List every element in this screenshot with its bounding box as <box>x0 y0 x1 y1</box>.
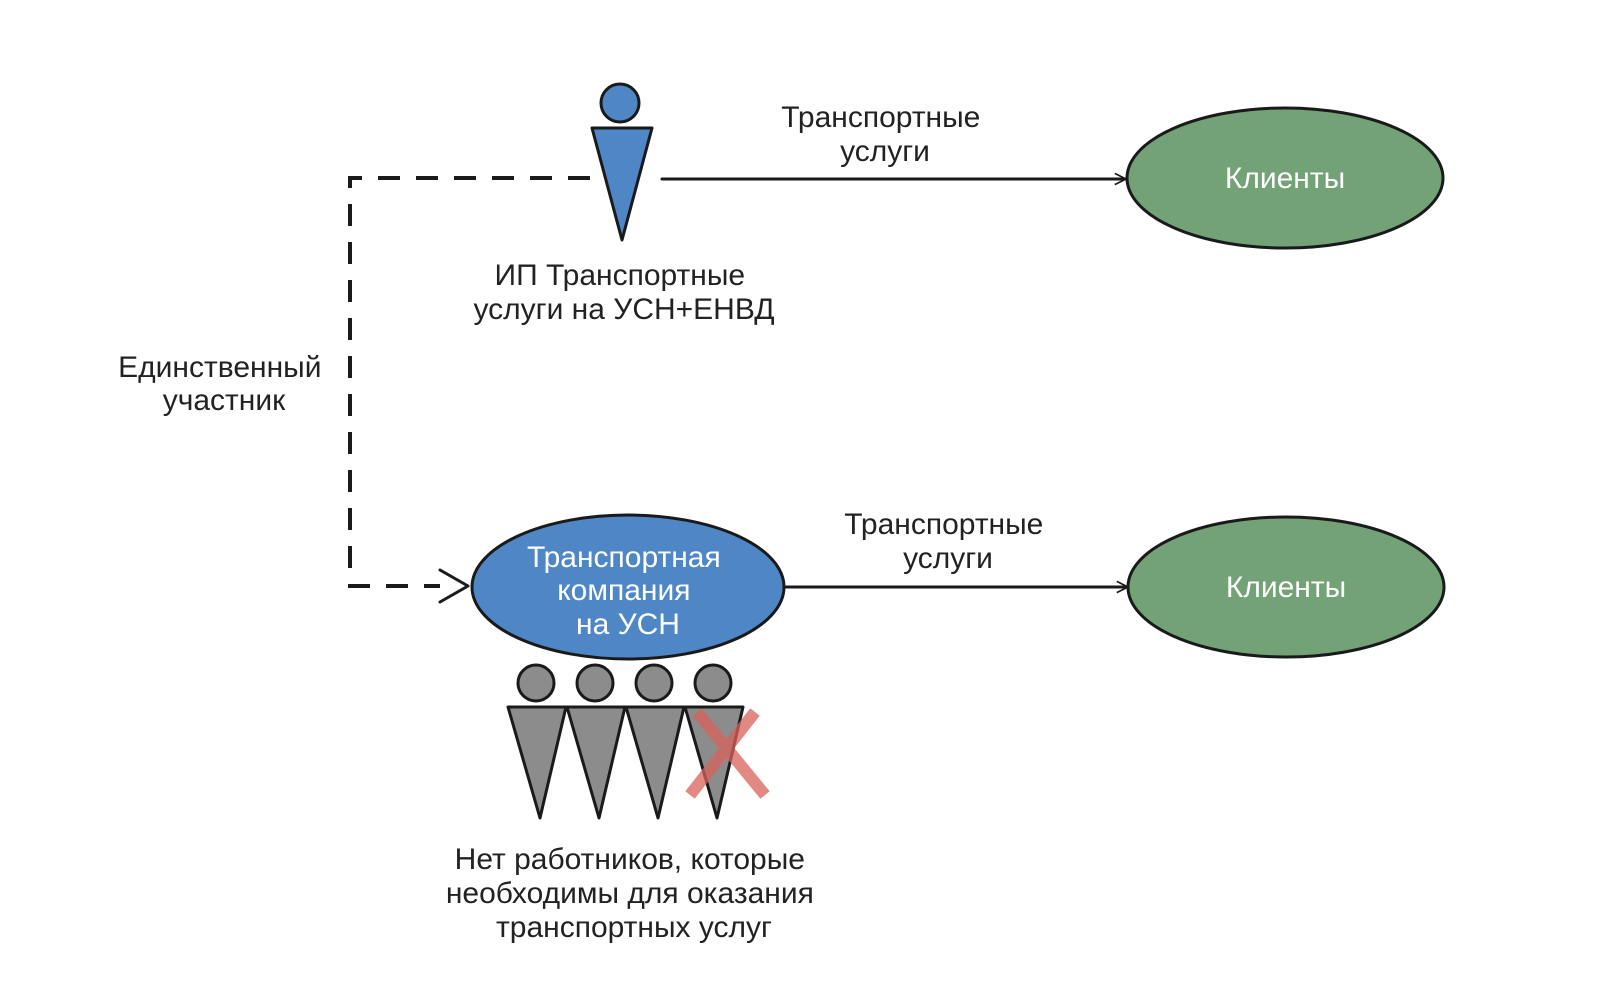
sole-participant-label: Единственный участник <box>118 351 330 417</box>
top-clients-label: Клиенты <box>1225 162 1345 195</box>
top-arrow-label: Транспортные услуги <box>781 101 988 168</box>
entrepreneur-label: ИП Транспортные услуги на УСН+ЕНВД <box>473 259 774 326</box>
bottom-arrow-label: Транспортные услуги <box>844 508 1051 575</box>
transport-company-label: Транспортная компания на УСН <box>527 541 729 641</box>
worker-person-icon <box>624 663 686 820</box>
top-clients-node: Клиенты <box>1125 106 1445 250</box>
bottom-clients-label: Клиенты <box>1226 571 1346 604</box>
entrepreneur-person-icon <box>590 82 654 242</box>
transport-company-node: Транспортная компания на УСН <box>470 513 786 661</box>
worker-person-icon <box>506 663 568 820</box>
cross-mark-icon <box>685 708 770 799</box>
sole-participant-connector <box>348 176 590 604</box>
workers-group <box>506 663 745 820</box>
worker-person-icon <box>565 663 627 820</box>
workers-note: Нет работников, которые необходимы для о… <box>446 843 822 944</box>
bottom-clients-node: Клиенты <box>1126 515 1446 659</box>
